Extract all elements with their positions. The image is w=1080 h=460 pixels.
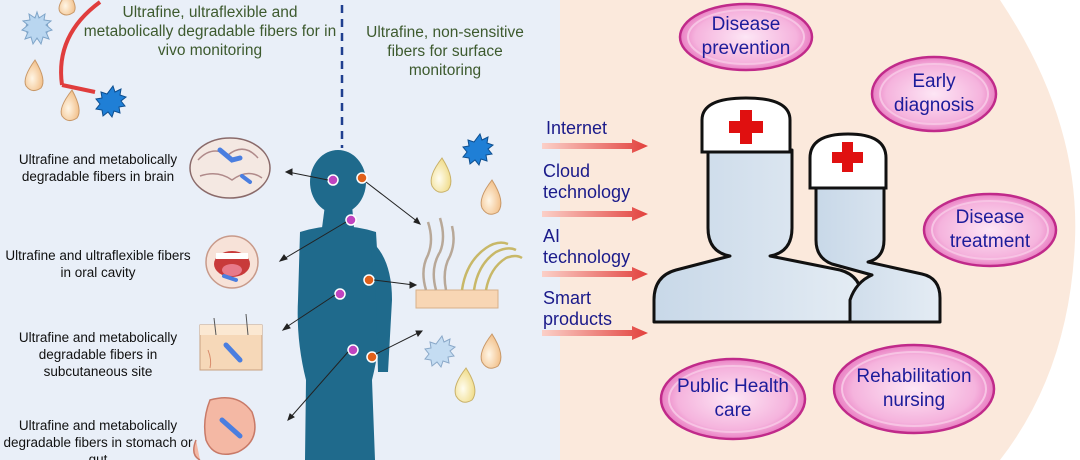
outcome-bubble: [678, 2, 814, 72]
sensor-point: [347, 344, 359, 356]
brain-illustration: [189, 137, 271, 199]
pointer-lines: [278, 168, 424, 421]
in-vivo-caption: Ultrafine, ultraflexible and metabolical…: [83, 4, 337, 59]
outcome-label-prevention: Disease prevention: [701, 14, 791, 59]
outcome-label-treatment: Disease treatment: [949, 207, 1031, 252]
sensor-point: [363, 274, 375, 286]
virus-icon: [20, 10, 54, 46]
fiber-sample-illustration: [415, 217, 523, 309]
outcome-bubble: [659, 357, 807, 441]
droplet-icon: [454, 367, 476, 403]
doctor-silhouette: [652, 96, 864, 324]
outcome-bubble: [832, 343, 996, 435]
surface-caption: Ultrafine, non-sensitive fibers for surf…: [366, 24, 524, 79]
fiber-curve: [59, 0, 102, 86]
stomach-illustration: [193, 397, 256, 460]
sensor-point: [334, 288, 346, 300]
mouth-illustration: [205, 235, 259, 289]
virus-icon: [95, 84, 128, 119]
virus-icon: [424, 334, 457, 369]
skin-illustration: [199, 313, 263, 371]
tech-label-cloud: Cloud technology: [543, 161, 631, 203]
tech-label-internet: Internet: [546, 118, 608, 138]
droplet-icon: [58, 0, 76, 16]
doctor-silhouette: [808, 132, 942, 324]
sensor-point: [345, 214, 357, 226]
tech-arrow: [542, 326, 648, 340]
sensor-point: [356, 172, 368, 184]
tech-label-ai: AI technology: [543, 226, 631, 268]
outcome-bubble: [870, 55, 998, 133]
organ-caption-oral: Ultrafine and ultraflexible fibers in or…: [5, 248, 191, 280]
outcome-label-rehabilitation: Rehabilitation nursing: [856, 366, 972, 411]
sensor-point: [366, 351, 378, 363]
tech-label-smart-products: Smart products: [543, 288, 613, 330]
droplet-icon: [480, 179, 502, 215]
organ-caption-stomach: Ultrafine and metabolically degradable f…: [3, 418, 193, 460]
tech-arrow: [542, 139, 648, 153]
organ-caption-brain: Ultrafine and metabolically degradable f…: [18, 152, 178, 184]
outcome-label-public-health: Public Health care: [677, 376, 789, 421]
tech-arrow: [542, 207, 648, 221]
droplet-icon: [60, 89, 80, 122]
tech-arrow: [542, 267, 648, 281]
droplet-icon: [480, 333, 502, 369]
sensor-point: [327, 174, 339, 186]
organ-caption-subcutaneous: Ultrafine and metabolically degradable f…: [18, 330, 178, 379]
droplet-icon: [24, 59, 44, 92]
outcome-bubble: [922, 192, 1058, 268]
virus-icon: [462, 132, 495, 167]
droplet-icon: [430, 157, 452, 193]
outcome-label-early-diagnosis: Early diagnosis: [893, 71, 975, 116]
